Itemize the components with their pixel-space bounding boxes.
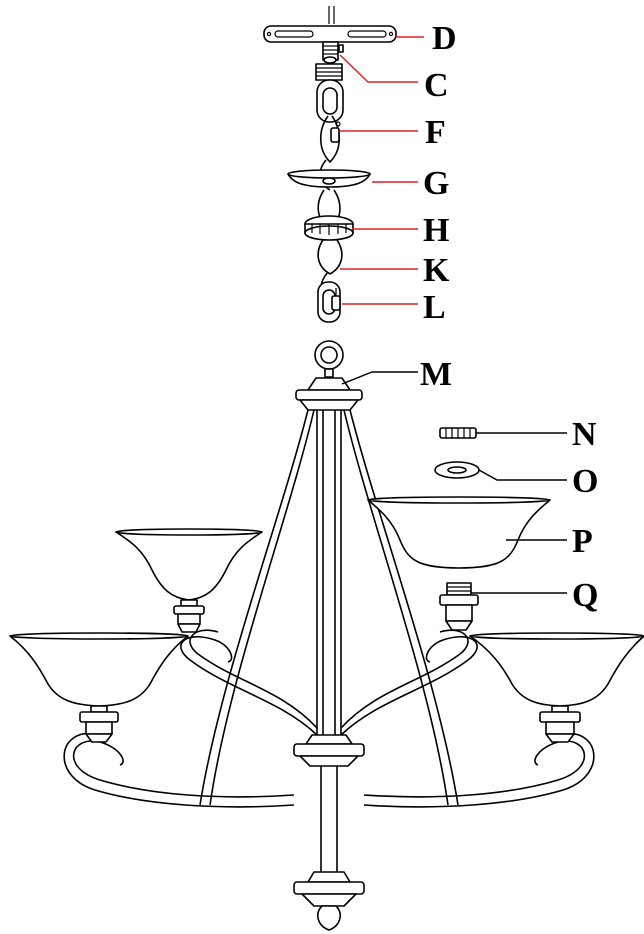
callout-label-q: Q — [572, 577, 598, 614]
shade-lower-right — [469, 632, 644, 743]
threaded-nipple-part-c — [322, 41, 344, 64]
chain-connector-part-f — [330, 121, 341, 143]
callout-label-l: L — [423, 289, 446, 326]
callout-label-h: H — [423, 212, 449, 249]
leader-lines — [339, 36, 567, 594]
shade-lower-left — [9, 632, 189, 743]
collar-ring-part-h — [304, 215, 354, 241]
callout-label-g: G — [423, 165, 449, 202]
fixture-body — [199, 340, 459, 931]
lamp-arms — [63, 629, 595, 808]
hook-part-l — [331, 288, 341, 311]
callout-label-n: N — [572, 416, 597, 453]
chain-part-k — [316, 79, 344, 323]
callout-labels: D C F G H K L M N O P Q — [420, 20, 598, 614]
shade-upper-right — [367, 496, 551, 569]
callout-label-d: D — [432, 20, 457, 57]
callout-label-m: M — [420, 356, 452, 393]
socket-cup-right — [439, 582, 479, 631]
callout-label-p: P — [572, 523, 593, 560]
shade-upper-left — [115, 528, 263, 633]
callout-label-c: C — [424, 67, 449, 104]
washer-part-o — [434, 461, 480, 479]
callout-label-f: F — [425, 114, 446, 151]
crossbar-part-d — [263, 6, 397, 43]
callout-label-k: K — [423, 252, 450, 289]
nut-part-n — [439, 427, 477, 439]
callout-label-o: O — [572, 463, 598, 500]
loop-top — [315, 63, 343, 81]
canopy-part-g — [287, 169, 371, 188]
